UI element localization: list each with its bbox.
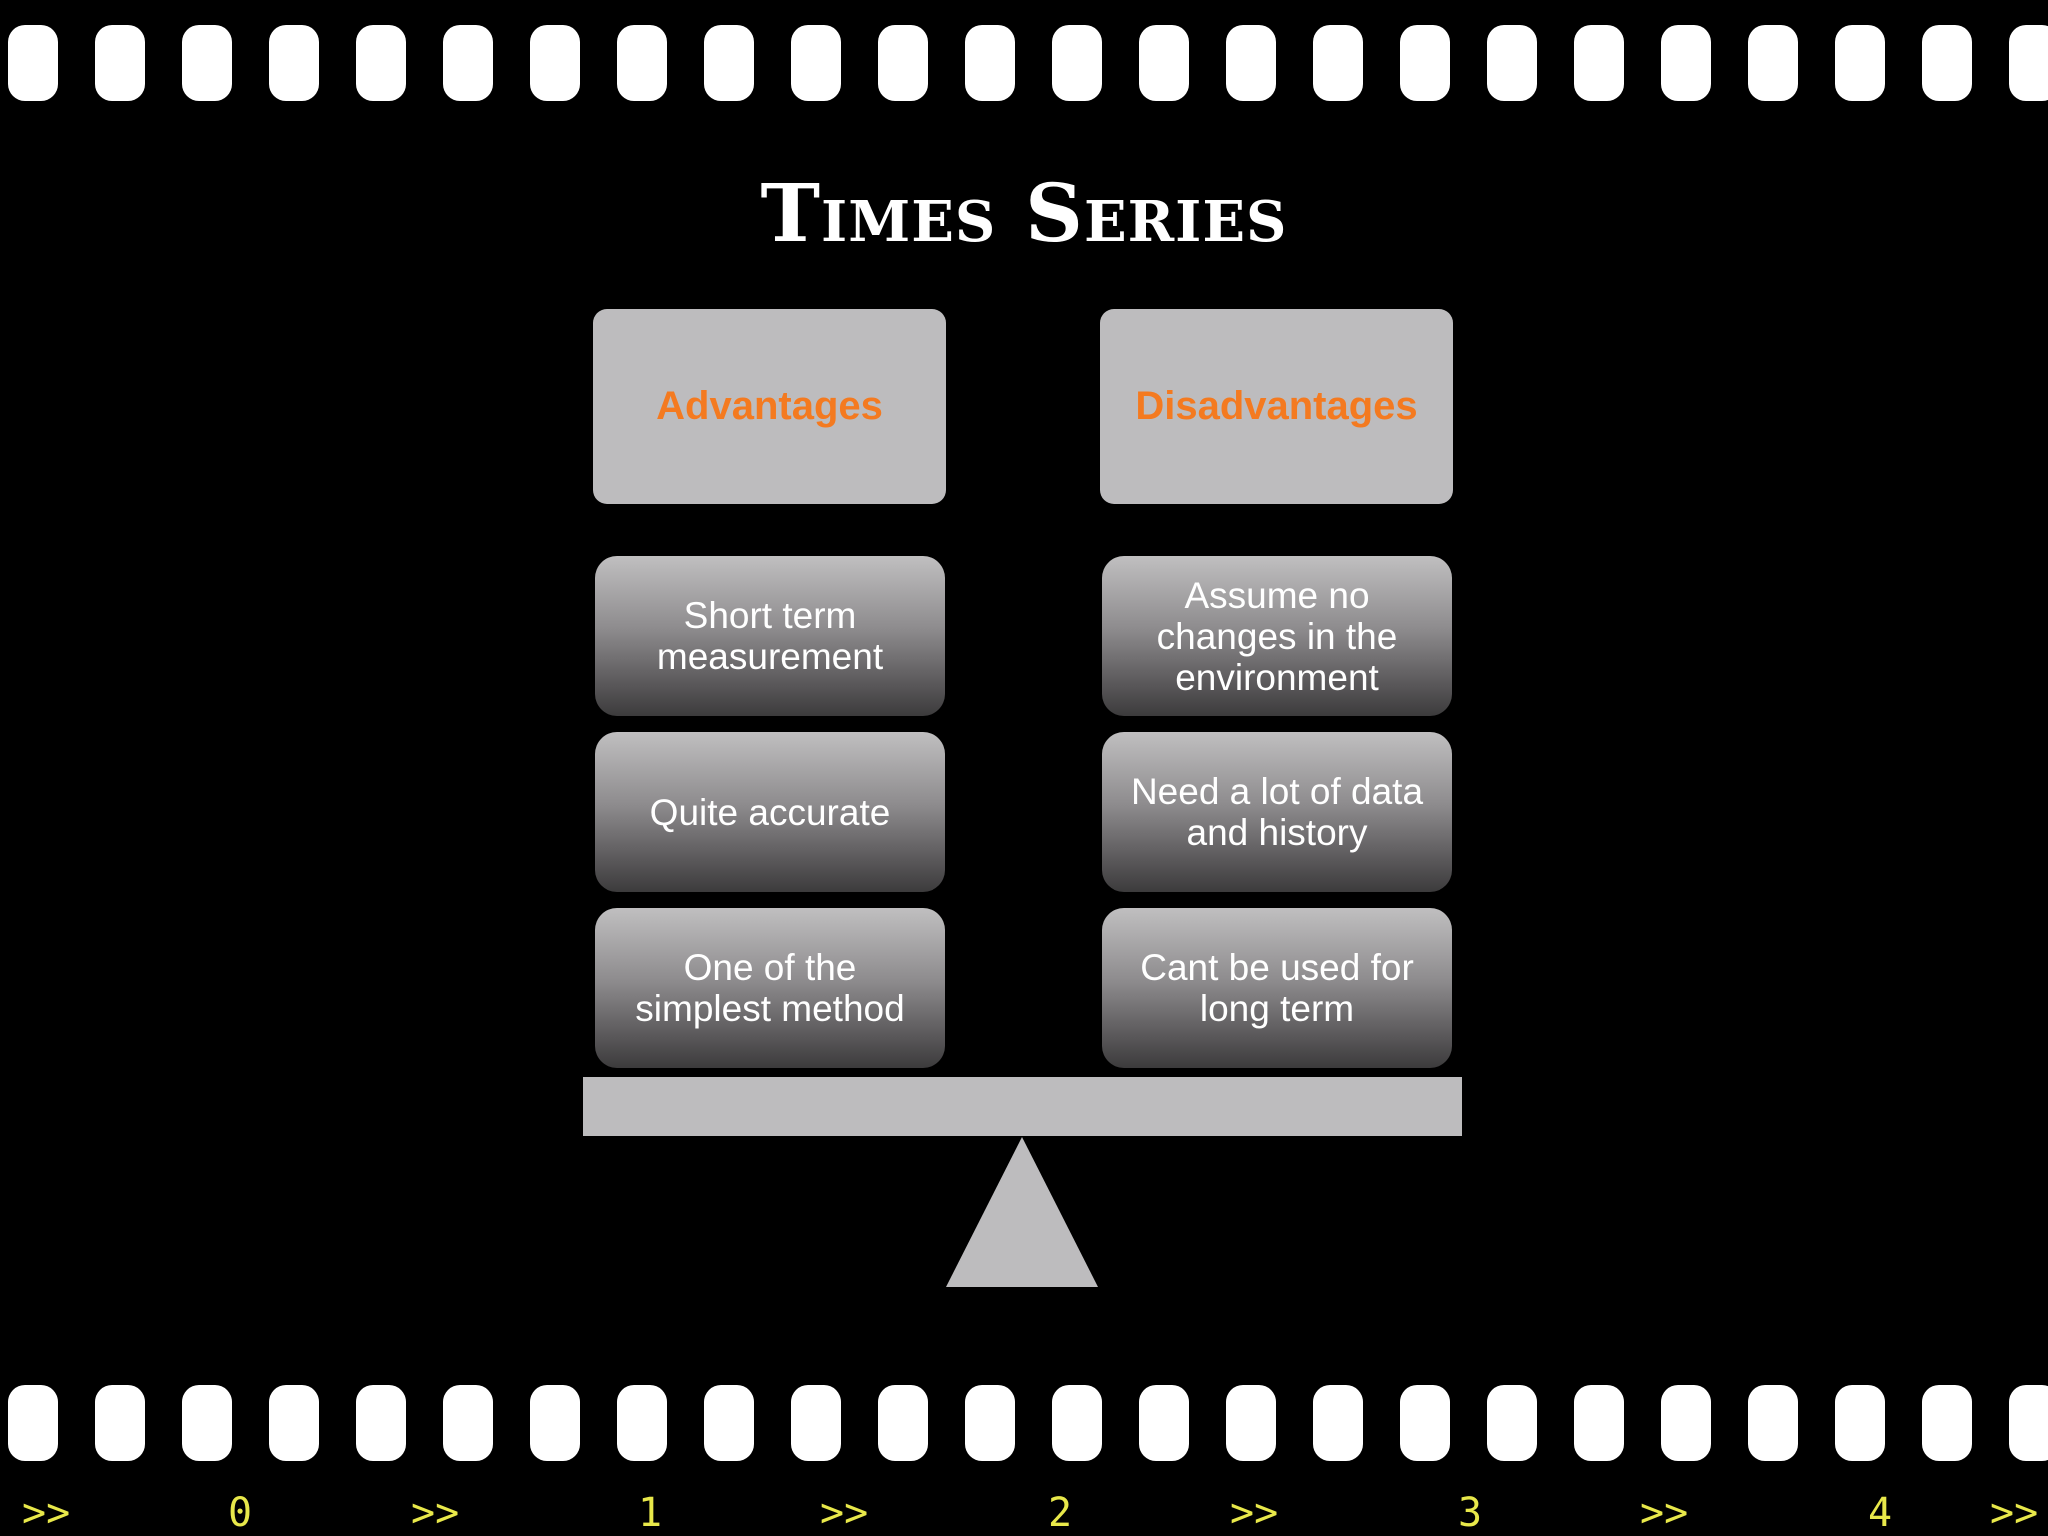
sprocket-hole bbox=[443, 1385, 493, 1461]
sprocket-hole bbox=[1748, 25, 1798, 101]
film-sprockets-bottom bbox=[0, 1385, 2048, 1463]
balance-fulcrum bbox=[946, 1137, 1098, 1287]
sprocket-hole bbox=[1313, 1385, 1363, 1461]
counter-label: >> bbox=[1990, 1490, 2039, 1536]
sprocket-hole bbox=[1400, 25, 1450, 101]
sprocket-hole bbox=[791, 1385, 841, 1461]
sprocket-hole bbox=[269, 25, 319, 101]
disadvantage-item: Assume no changes in the environment bbox=[1102, 556, 1452, 716]
sprocket-hole bbox=[1574, 25, 1624, 101]
sprocket-hole bbox=[1313, 25, 1363, 101]
sprocket-hole bbox=[269, 1385, 319, 1461]
counter-label: >> bbox=[820, 1490, 869, 1536]
sprocket-hole bbox=[530, 1385, 580, 1461]
sprocket-hole bbox=[965, 25, 1015, 101]
sprocket-hole bbox=[1487, 1385, 1537, 1461]
balance-beam bbox=[583, 1077, 1462, 1136]
sprocket-hole bbox=[356, 1385, 406, 1461]
sprocket-hole bbox=[1052, 1385, 1102, 1461]
counter-label: >> bbox=[411, 1490, 460, 1536]
sprocket-hole bbox=[617, 1385, 667, 1461]
sprocket-hole bbox=[878, 25, 928, 101]
sprocket-hole bbox=[1922, 1385, 1972, 1461]
advantages-header: Advantages bbox=[593, 309, 946, 504]
film-sprockets-top bbox=[0, 25, 2048, 103]
sprocket-hole bbox=[1139, 25, 1189, 101]
sprocket-hole bbox=[356, 25, 406, 101]
sprocket-hole bbox=[791, 25, 841, 101]
sprocket-hole bbox=[8, 1385, 58, 1461]
sprocket-hole bbox=[1487, 25, 1537, 101]
counter-label: >> bbox=[1230, 1490, 1279, 1536]
sprocket-hole bbox=[965, 1385, 1015, 1461]
sprocket-hole bbox=[1835, 1385, 1885, 1461]
slide-title: Times Series bbox=[760, 166, 1288, 260]
sprocket-hole bbox=[1226, 1385, 1276, 1461]
counter-label: 2 bbox=[1048, 1490, 1073, 1536]
sprocket-hole bbox=[617, 25, 667, 101]
counter-label: 0 bbox=[228, 1490, 253, 1536]
sprocket-hole bbox=[704, 25, 754, 101]
sprocket-hole bbox=[182, 25, 232, 101]
counter-label: 3 bbox=[1458, 1490, 1483, 1536]
sprocket-hole bbox=[878, 1385, 928, 1461]
sprocket-hole bbox=[1226, 25, 1276, 101]
sprocket-hole bbox=[2009, 1385, 2048, 1461]
advantage-item: Short term measurement bbox=[595, 556, 945, 716]
counter-label: 4 bbox=[1868, 1490, 1893, 1536]
advantage-item: One of the simplest method bbox=[595, 908, 945, 1068]
counter-label: >> bbox=[22, 1490, 71, 1536]
sprocket-hole bbox=[443, 25, 493, 101]
sprocket-hole bbox=[1835, 25, 1885, 101]
sprocket-hole bbox=[1922, 25, 1972, 101]
disadvantages-header: Disadvantages bbox=[1100, 309, 1453, 504]
sprocket-hole bbox=[1748, 1385, 1798, 1461]
counter-label: >> bbox=[1640, 1490, 1689, 1536]
sprocket-hole bbox=[530, 25, 580, 101]
sprocket-hole bbox=[95, 1385, 145, 1461]
sprocket-hole bbox=[2009, 25, 2048, 101]
sprocket-hole bbox=[1661, 25, 1711, 101]
sprocket-hole bbox=[1574, 1385, 1624, 1461]
sprocket-hole bbox=[8, 25, 58, 101]
sprocket-hole bbox=[1661, 1385, 1711, 1461]
disadvantage-item: Need a lot of data and history bbox=[1102, 732, 1452, 892]
disadvantage-item: Cant be used for long term bbox=[1102, 908, 1452, 1068]
sprocket-hole bbox=[95, 25, 145, 101]
advantage-item: Quite accurate bbox=[595, 732, 945, 892]
sprocket-hole bbox=[1052, 25, 1102, 101]
film-frame-counter: >> 0 >> 1 >> 2 >> 3 >> 4 >> bbox=[0, 1490, 2048, 1536]
counter-label: 1 bbox=[638, 1490, 663, 1536]
sprocket-hole bbox=[1400, 1385, 1450, 1461]
sprocket-hole bbox=[182, 1385, 232, 1461]
sprocket-hole bbox=[1139, 1385, 1189, 1461]
sprocket-hole bbox=[704, 1385, 754, 1461]
